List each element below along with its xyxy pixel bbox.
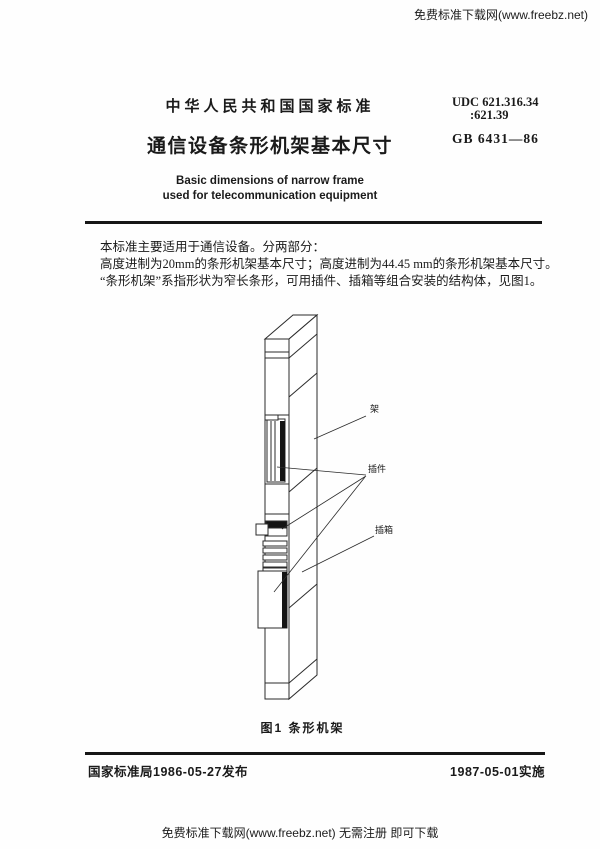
standard-type-heading: 中华人民共和国国家标准 — [165, 98, 375, 115]
document-header: 中华人民共和国国家标准 通信设备条形机架基本尺寸 Basic dimension… — [60, 95, 480, 204]
subrack-label: 插箱 — [375, 524, 393, 535]
watermark-bottom: 免费标准下载网(www.freebz.net) 无需注册 即可下载 — [161, 826, 439, 840]
body-paragraph-line1: 本标准主要适用于通信设备。分两部分： — [100, 240, 326, 254]
footer-divider-rule — [85, 752, 545, 755]
standard-number: GB 6431—86 — [452, 131, 539, 146]
implemented-date-text: 1987-05-01实施 — [450, 765, 545, 779]
header-divider-rule — [85, 221, 542, 224]
document-title-en-line2: used for telecommunication equipment — [162, 190, 378, 202]
body-paragraph-line3: “条形机架”系指形状为窄长条形，可用插件、插箱等组合安装的结构体，见图1。 — [100, 274, 543, 288]
udc-number-line1: UDC 621.316.34 — [452, 95, 539, 109]
document-title-zh: 通信设备条形机架基本尺寸 — [146, 136, 393, 157]
figure-1-drawing: 架 插件 插箱 — [255, 313, 393, 701]
slat-plugin-stack — [262, 540, 288, 573]
rack-division-lines — [265, 333, 318, 684]
udc-block: UDC 621.316.34 :621.39 GB 6431—86 — [452, 95, 572, 146]
figure-caption: 图1 条形机架 — [260, 721, 345, 735]
document-title-en-line1: Basic dimensions of narrow frame — [176, 175, 364, 187]
body-paragraph-line2: 高度进制为20mm的条形机架基本尺寸；高度进制为44.45 mm的条形机架基本尺… — [100, 257, 558, 271]
vertical-plugin-unit — [264, 414, 286, 483]
udc-number-line2: :621.39 — [470, 108, 509, 122]
leader-lines — [273, 415, 375, 593]
rack-outline — [263, 313, 319, 701]
issued-date-text: 国家标准局1986-05-27发布 — [88, 765, 248, 779]
horizontal-plugin-unit — [255, 520, 288, 537]
document-title-en: Basic dimensions of narrow frame used fo… — [60, 174, 480, 204]
watermark-top: 免费标准下载网(www.freebz.net) — [413, 8, 588, 22]
frame-label: 架 — [370, 404, 379, 414]
subrack-box — [257, 570, 288, 629]
plugin-label: 插件 — [368, 463, 386, 474]
